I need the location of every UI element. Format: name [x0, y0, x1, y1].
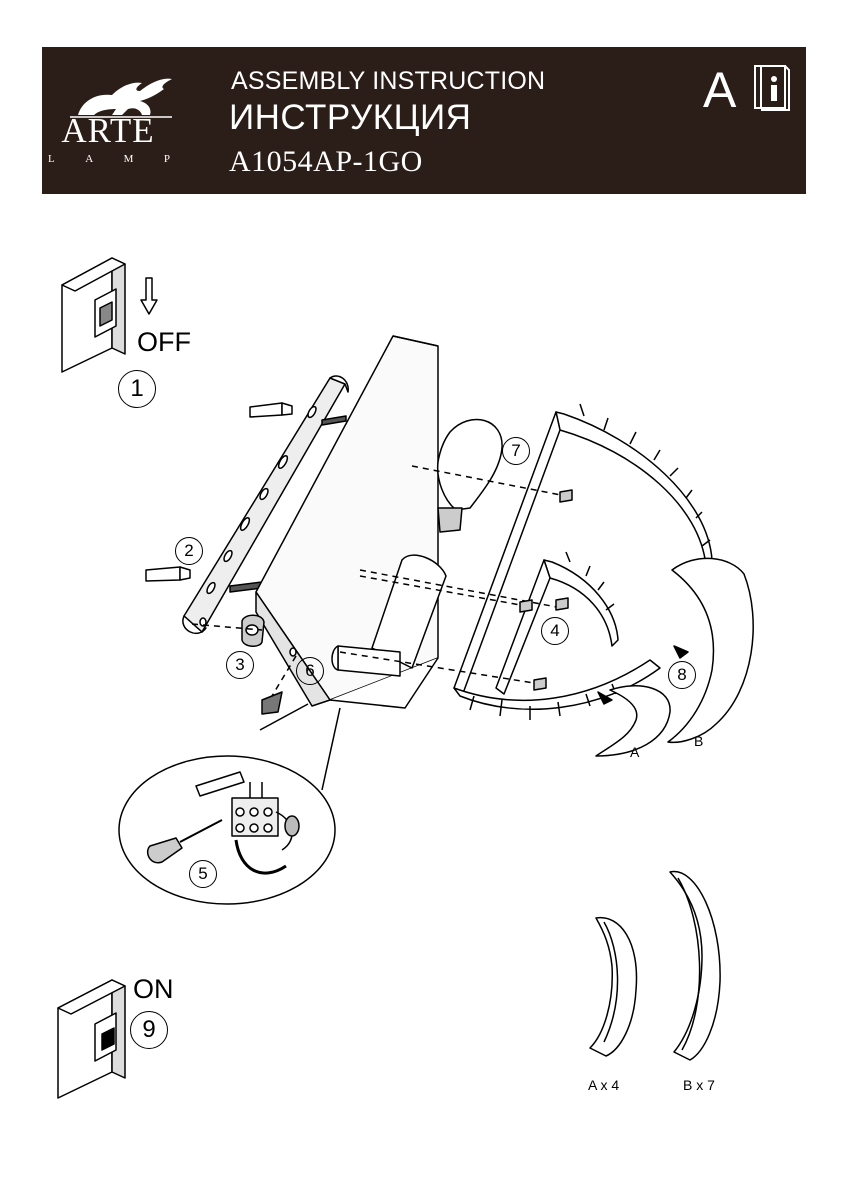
step-number: 1 — [130, 375, 144, 402]
logo-sub-letter: L — [48, 153, 55, 165]
screwdriver-icon — [146, 819, 223, 864]
inner-frame-ring — [495, 559, 619, 695]
step-1-badge: 1 — [118, 370, 156, 408]
wire-sleeve-icon — [195, 771, 245, 797]
step-5-badge: 5 — [189, 860, 217, 888]
wall-plug-icon — [145, 566, 191, 582]
step-number: 9 — [142, 1016, 156, 1043]
off-label: OFF — [137, 327, 191, 357]
segment-a-piece — [589, 916, 638, 1057]
frame-screws — [519, 489, 573, 691]
step-number: 5 — [198, 864, 208, 883]
power-switch-off-icon — [61, 257, 126, 373]
nut-icon — [241, 614, 265, 647]
logo-word: ARTE — [61, 111, 155, 150]
terminal-block-icon — [231, 782, 300, 875]
info-book-icon — [754, 65, 790, 111]
griffin-logo-icon — [70, 78, 172, 118]
light-bulb-icon — [436, 418, 503, 533]
step-number: 3 — [235, 655, 245, 674]
logo-sub-letter: M — [123, 153, 134, 165]
wall-plug-icon — [249, 402, 293, 418]
title-english: ASSEMBLY INSTRUCTION — [231, 67, 546, 95]
step-number: 7 — [511, 441, 521, 460]
mounting-bracket — [182, 375, 349, 634]
step-number: 8 — [677, 665, 687, 684]
step-9-badge: 9 — [130, 1011, 168, 1049]
model-number: A1054AP-1GO — [229, 145, 423, 178]
logo-sub-letter: A — [85, 153, 94, 165]
power-switch-on-icon — [57, 979, 126, 1099]
screw-icon — [261, 691, 283, 715]
header-banner: ARTE L A M P ASSEMBLY INSTRUCTION ИНСТРУ… — [42, 47, 806, 194]
screw-icon — [321, 415, 347, 426]
pointer-arrows — [597, 645, 689, 705]
step-4-badge: 4 — [541, 617, 569, 645]
assembly-diagram — [57, 257, 754, 1099]
step-number: 4 — [550, 621, 560, 640]
step-3-badge: 3 — [226, 651, 254, 679]
section-letter: A — [703, 62, 737, 118]
logo-sub-letter: P — [163, 153, 170, 165]
step-2-badge: 2 — [175, 537, 203, 565]
step-8-badge: 8 — [668, 661, 696, 689]
arrow-down-icon — [140, 277, 158, 315]
segment-a-mounted — [595, 685, 671, 757]
step-7-badge: 7 — [502, 437, 530, 465]
segment-a-letter: A — [630, 744, 640, 760]
segment-b-letter: B — [694, 733, 704, 749]
step-number: 6 — [305, 661, 315, 680]
on-label: ON — [133, 974, 174, 1004]
segment-b-quantity: B x 7 — [683, 1077, 715, 1093]
frame-spikes — [469, 403, 711, 720]
title-russian: ИНСТРУКЦИЯ — [229, 98, 472, 137]
segment-b-mounted — [667, 557, 754, 744]
segment-b-piece — [669, 870, 721, 1061]
logo-sub: L A M P — [48, 153, 170, 165]
dashed-guides — [191, 465, 567, 697]
wiring-callout — [118, 703, 341, 905]
step-number: 2 — [184, 541, 194, 560]
segment-a-quantity: A x 4 — [588, 1077, 620, 1093]
step-6-badge: 6 — [296, 657, 324, 685]
